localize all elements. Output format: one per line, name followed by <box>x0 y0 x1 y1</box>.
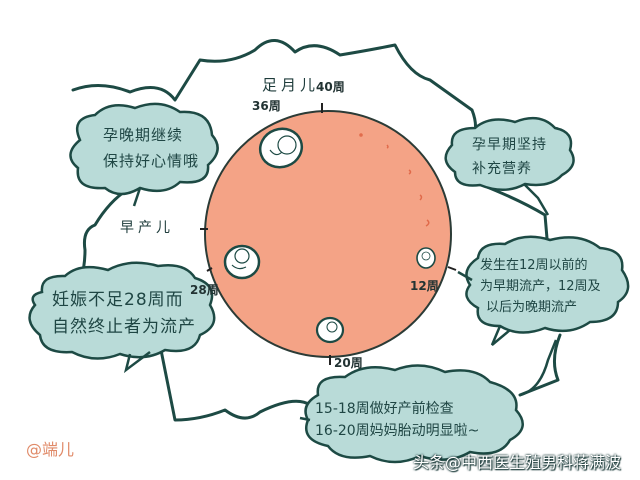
fetus-36-weeks-icon <box>258 127 304 169</box>
miscarriage-definition-line1: 妊娠不足28周而 <box>52 290 184 310</box>
outer-boundary <box>68 39 562 422</box>
week-40-label: 40周 <box>316 80 345 94</box>
bubble-miscarriage-definition <box>28 261 216 360</box>
prenatal-check-text: 15-18周做好产前检查 16-20周妈妈胎动明显啦~ <box>315 398 479 442</box>
fetus-12-weeks-icon <box>416 247 436 269</box>
early-pregnancy-line2: 补充营养 <box>472 161 532 177</box>
late-pregnancy-text: 孕晚期继续 保持好心情哦 <box>103 122 199 174</box>
bubble-late-pregnancy <box>69 102 219 196</box>
week-20-label: 20周 <box>334 356 363 370</box>
author-signature: @端儿 <box>26 440 75 459</box>
week-28-label: 28周 <box>190 283 219 297</box>
week-12-label: 12周 <box>410 279 439 293</box>
miscarriage-definition-line2: 自然终止者为流产 <box>52 317 196 337</box>
prenatal-check-line1: 15-18周做好产前检查 <box>315 401 454 417</box>
late-pregnancy-line2: 保持好心情哦 <box>103 152 200 170</box>
embryo-growth-marks <box>359 133 430 227</box>
bubble-miscarriage-timing <box>465 235 630 334</box>
prenatal-check-line2: 16-20周妈妈胎动明显啦~ <box>315 423 480 439</box>
bubble-early-pregnancy <box>444 116 575 191</box>
miscarriage-timing-text: 发生在12周以前的 为早期流产，12周及 以后为晚期流产 <box>480 255 601 318</box>
fetus-28-weeks-icon <box>223 244 261 280</box>
fetus-20-weeks-icon <box>315 316 345 344</box>
watermark: 头条@中西医生殖男科蒋满波 <box>413 453 622 472</box>
gestation-circle <box>204 110 452 358</box>
miscarriage-definition-text: 妊娠不足28周而 自然终止者为流产 <box>52 287 196 341</box>
early-pregnancy-line1: 孕早期坚持 <box>472 137 547 153</box>
miscarriage-timing-line1: 发生在12周以前的 <box>480 258 588 273</box>
miscarriage-timing-line2: 为早期流产，12周及 <box>480 279 601 294</box>
bubble-prenatal-check <box>304 364 524 464</box>
late-pregnancy-line1: 孕晚期继续 <box>103 126 184 144</box>
miscarriage-timing-line3: 以后为晚期流产 <box>486 300 578 315</box>
premature-label: 早产儿 <box>120 220 174 236</box>
early-pregnancy-text: 孕早期坚持 补充营养 <box>472 133 547 181</box>
week-36-label: 36周 <box>252 99 281 113</box>
full-term-label: 足月儿 <box>262 76 320 94</box>
